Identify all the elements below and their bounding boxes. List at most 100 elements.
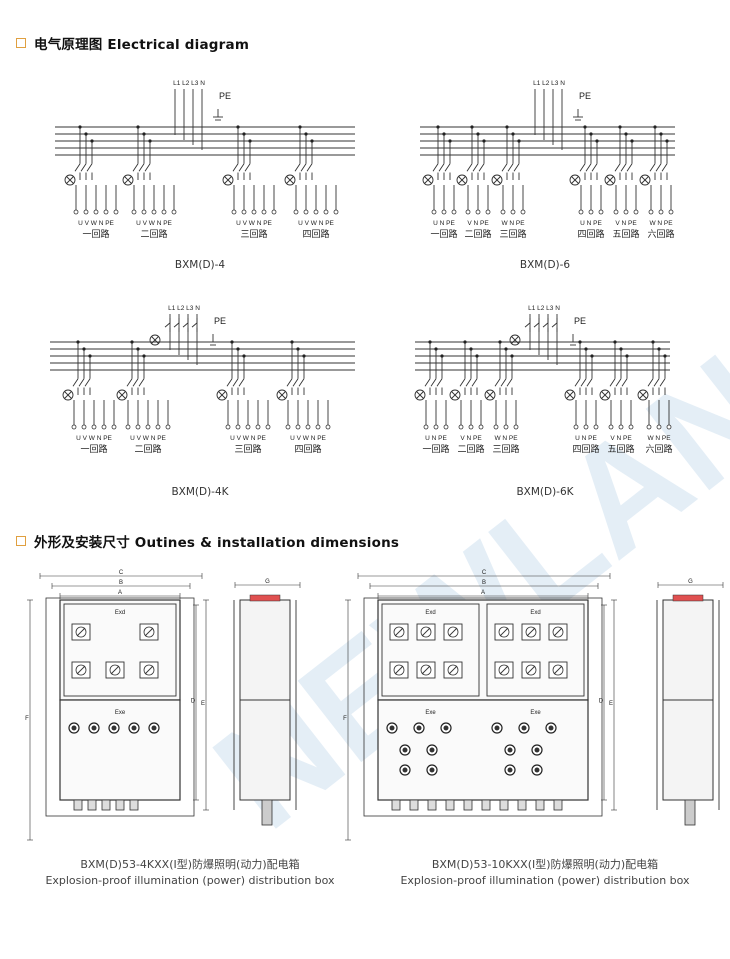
terminal [510, 209, 516, 215]
circuit-label: 五回路 [612, 228, 639, 239]
switch-blade [191, 322, 198, 328]
terminal [135, 424, 141, 430]
switch-blade [238, 163, 245, 172]
circuit-label: 一回路 [82, 228, 109, 239]
cable-gland [517, 799, 527, 811]
junction-dot [630, 139, 634, 143]
terminal [113, 209, 119, 215]
switch-blade [471, 378, 478, 387]
dimension-label: E [609, 701, 613, 707]
junction-dot [583, 125, 587, 129]
junction-dot [136, 125, 140, 129]
dimension-label: G [265, 579, 270, 585]
switch-blade [661, 163, 668, 172]
switch-blade [78, 378, 85, 387]
terminal [145, 424, 151, 430]
lamp-cross [66, 176, 74, 184]
lamp-cross [118, 391, 126, 399]
junction-dot [504, 347, 508, 351]
switch-blade [647, 378, 654, 387]
terminal [443, 424, 449, 430]
terminal [261, 209, 267, 215]
breaker-handle [448, 627, 458, 637]
supply-label: L1 L2 L3 N [533, 80, 565, 87]
junction-dot [505, 125, 509, 129]
breaker-dial [75, 626, 87, 638]
circuit-label: 二回路 [140, 228, 167, 239]
junction-dot [428, 340, 432, 344]
junction-dot [84, 132, 88, 136]
switch-blade [615, 378, 622, 387]
terminal [503, 424, 509, 430]
lower-compartment [59, 699, 181, 801]
breaker-dial [525, 626, 537, 638]
lamp-cross [124, 176, 132, 184]
circuit-label: 六回路 [645, 443, 672, 454]
junction-dot [618, 125, 622, 129]
terminal-label: U V W N PE [236, 220, 272, 227]
switch-blade [649, 163, 656, 172]
lamp-cross [278, 391, 286, 399]
pe-label: PE [579, 91, 591, 101]
dimension-label: A [481, 590, 485, 596]
junction-dot [517, 139, 521, 143]
junction-dot [136, 347, 140, 351]
lamp-cross [601, 391, 609, 399]
terminal [225, 424, 231, 430]
breaker-handle [76, 665, 86, 675]
exd-panel [63, 603, 177, 697]
cable-gland [73, 799, 83, 811]
terminal-label: W N PE [494, 435, 518, 442]
terminal-label: U V W N PE [130, 435, 166, 442]
switch-blade [294, 163, 301, 172]
breaker-handle [421, 665, 431, 675]
junction-dot [302, 354, 306, 358]
junction-dot [619, 347, 623, 351]
terminal [485, 209, 491, 215]
terminal-label: W N PE [501, 220, 525, 227]
exe-label: Exe [530, 710, 541, 716]
junction-dot [584, 347, 588, 351]
terminal [155, 424, 161, 430]
switch-blade [292, 378, 299, 387]
dimension-label: F [25, 716, 29, 722]
terminal-label: U V W N PE [78, 220, 114, 227]
circuit-label: 一回路 [430, 228, 457, 239]
cable-gland [409, 799, 419, 811]
switch-blade [533, 322, 540, 328]
lamp-cross [566, 391, 574, 399]
breaker-dial [75, 664, 87, 676]
switch-blade [432, 163, 439, 172]
junction-dot [470, 125, 474, 129]
junction-dot [624, 132, 628, 136]
terminal-label: V N PE [460, 435, 482, 442]
terminal-label: U N PE [580, 220, 602, 227]
terminal [475, 209, 481, 215]
switch-blade [459, 378, 466, 387]
terminal [265, 424, 271, 430]
indicator-lamp-core [507, 767, 513, 773]
junction-dot [659, 132, 663, 136]
switch-blade [80, 163, 87, 172]
circuit-label: 三回路 [492, 443, 519, 454]
section-dimensions: 外形及安装尺寸 Outines & installation dimension… [16, 531, 399, 551]
exd-label: Exd [425, 610, 435, 616]
side-top-red [672, 594, 704, 602]
terminal-label: V N PE [467, 220, 489, 227]
side-gland [261, 799, 273, 826]
dimension-label: C [482, 570, 487, 576]
breaker-dial [498, 626, 510, 638]
terminal [323, 209, 329, 215]
terminal [71, 424, 77, 430]
lamp-cross [224, 176, 232, 184]
junction-dot [625, 354, 629, 358]
junction-dot [78, 125, 82, 129]
terminal [93, 209, 99, 215]
switch-blade [466, 163, 473, 172]
terminal-label: U N PE [425, 435, 447, 442]
terminal [493, 424, 499, 430]
switch-blade [609, 378, 616, 387]
terminal [666, 424, 672, 430]
side-upper [662, 599, 714, 701]
